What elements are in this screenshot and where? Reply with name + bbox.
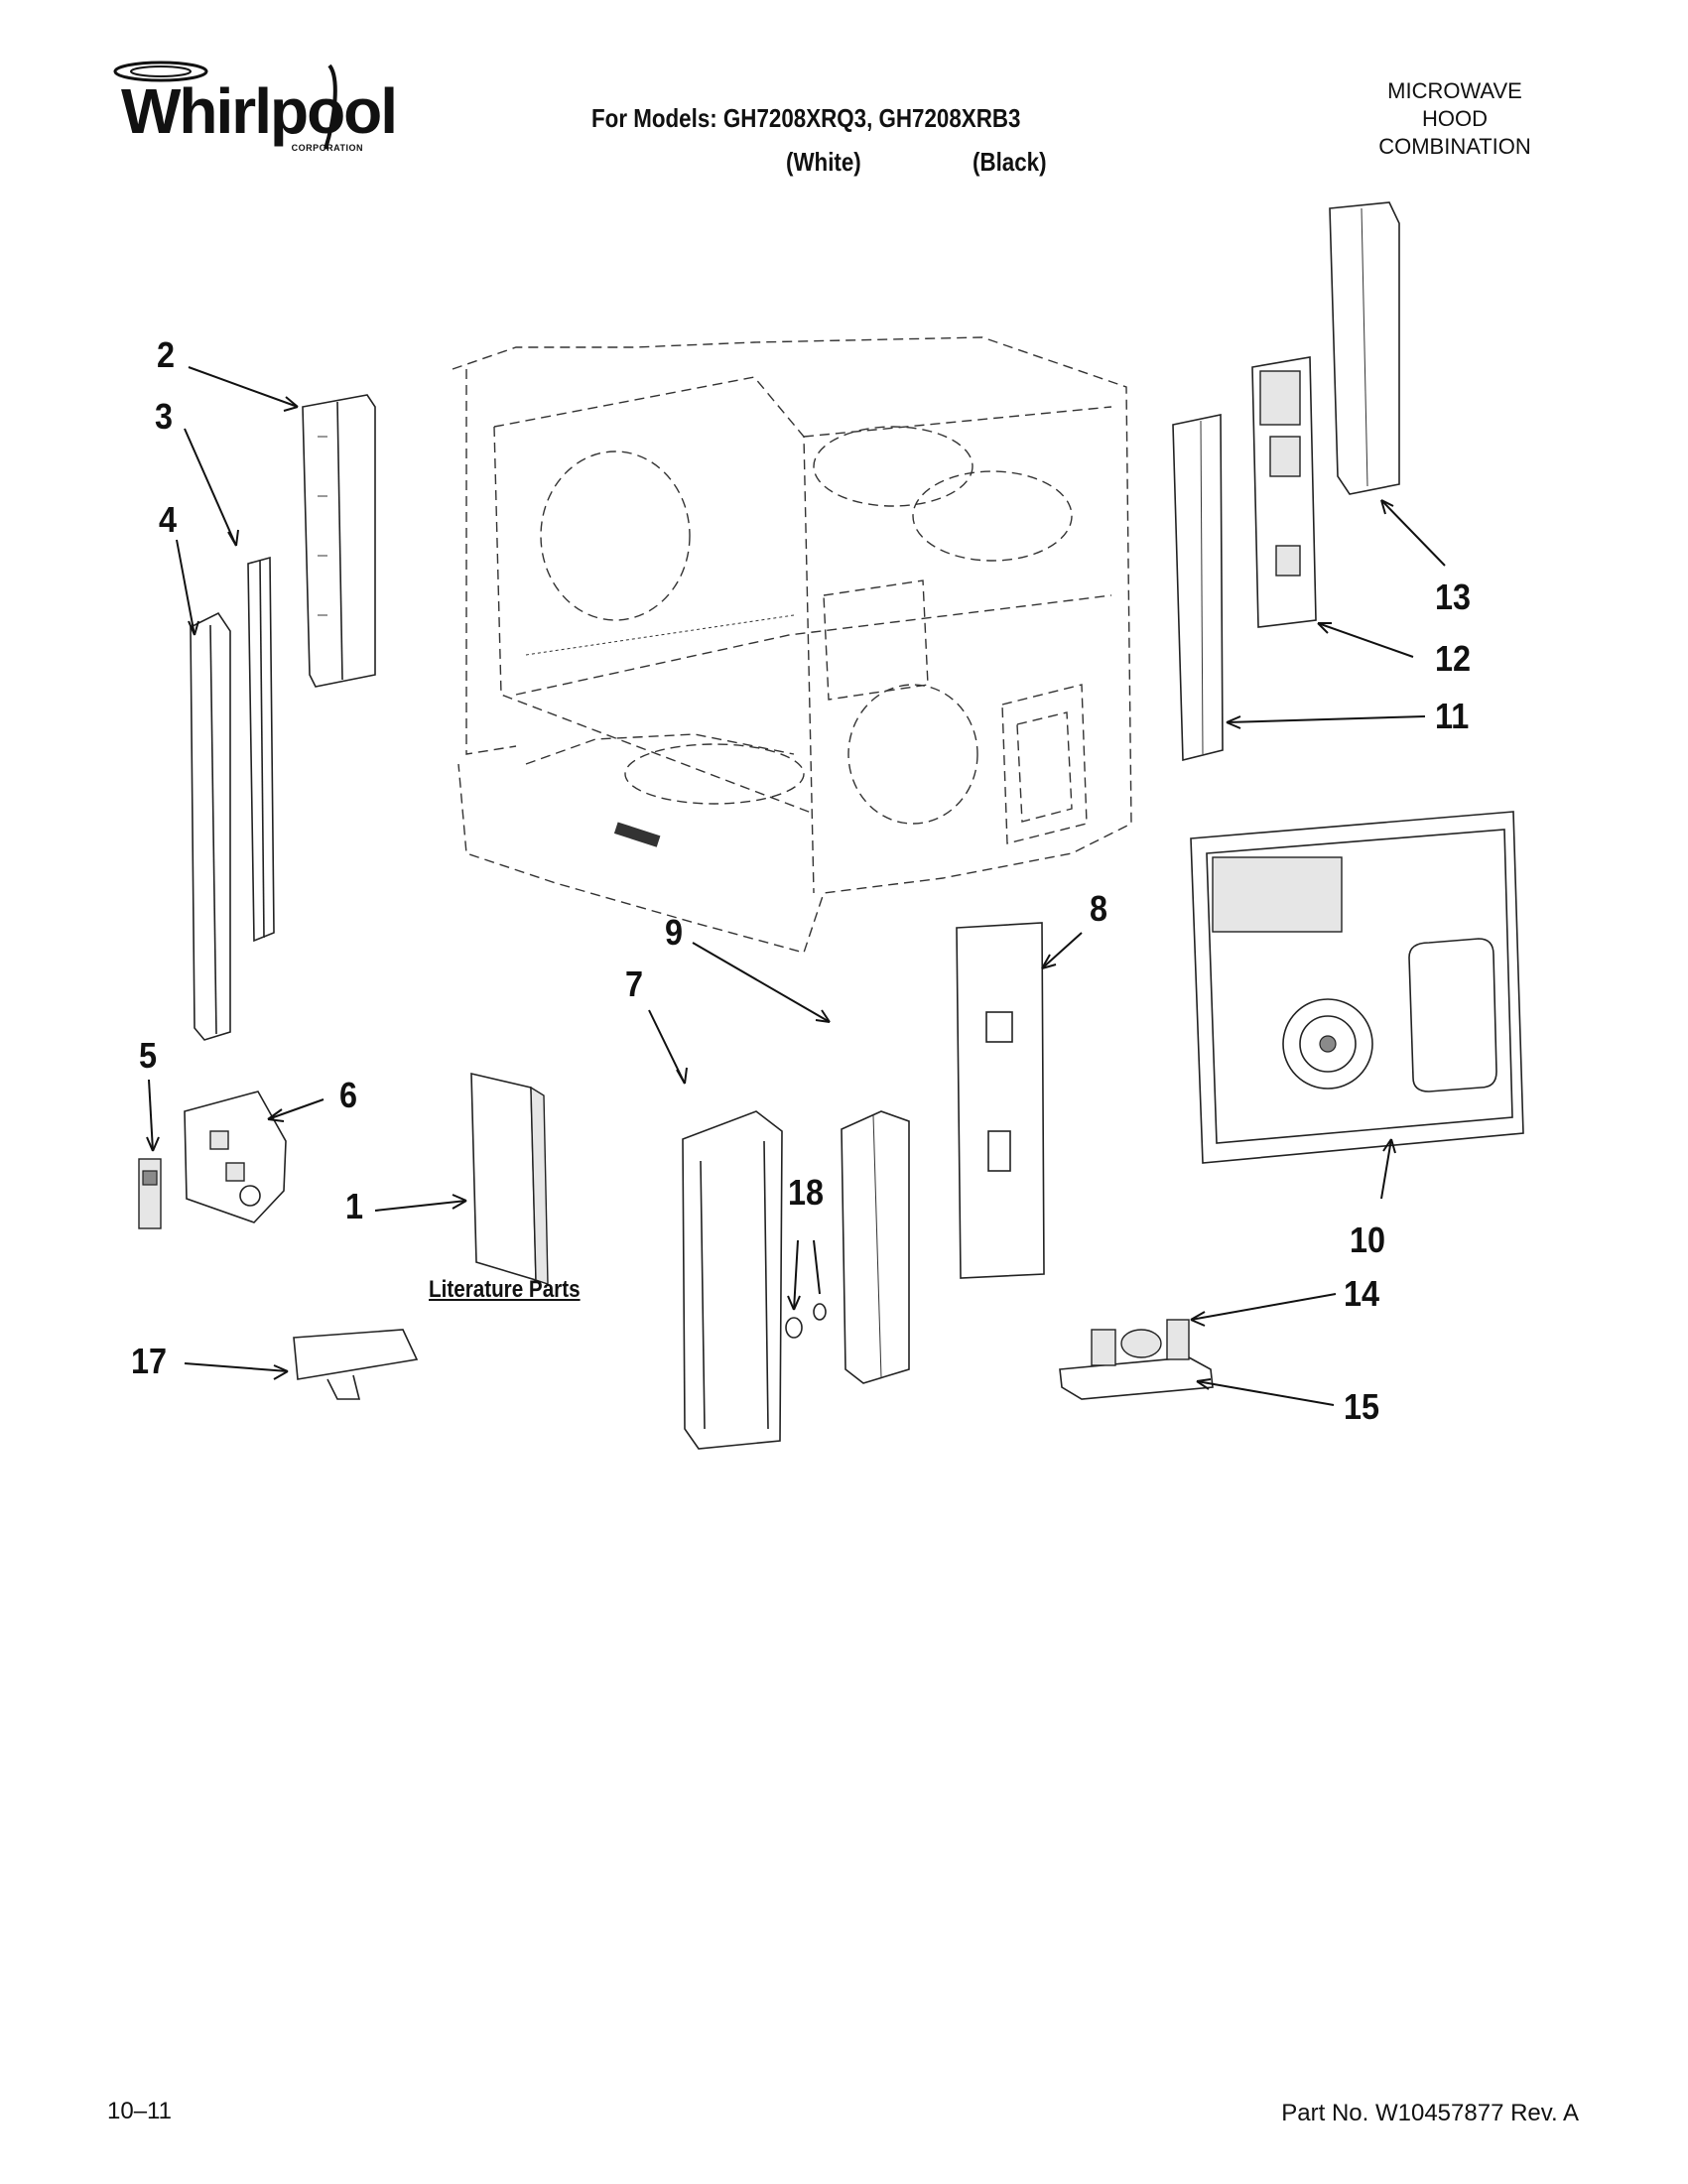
category-line-1: MICROWAVE [1387,78,1522,103]
callout-11: 11 [1435,696,1470,736]
part-7-door-frame [682,1110,783,1450]
category-line-3: COMBINATION [1378,134,1531,159]
logo-corporation: CORPORATION [291,143,363,153]
callout-12: 12 [1435,638,1472,679]
part-8-control-plate [956,922,1045,1279]
product-category: MICROWAVE HOOD COMBINATION [1341,77,1569,161]
part-12-circuit-board [1251,356,1317,628]
callout-4: 4 [159,499,178,540]
callout-8: 8 [1090,888,1108,929]
part-18-button [785,1303,827,1339]
callout-5: 5 [139,1035,158,1076]
callout-1: 1 [345,1186,364,1226]
part-6-plate [184,1091,287,1223]
category-line-2: HOOD [1422,106,1488,131]
models-title: For Models: GH7208XRQ3, GH7208XRB3 [591,103,1021,133]
callout-6: 6 [339,1075,358,1115]
callout-3: 3 [155,396,174,437]
part-4-trim [190,611,231,1041]
variant-black-label: (Black) [973,147,1047,177]
part-11-strip [1172,414,1224,762]
part-number: Part No. W10457877 Rev. A [1281,2100,1579,2126]
part-5-switch [138,1158,162,1229]
callout-14: 14 [1344,1273,1380,1314]
part-3-side-rail [247,556,275,943]
part-14-15-transformer [1059,1319,1214,1400]
whirlpool-logo: Whirlpool CORPORATION [101,58,398,167]
callout-2: 2 [157,334,176,375]
part-1-literature [470,1072,549,1285]
main-cavity-assembly [452,336,1132,954]
part-13-cover [1329,201,1400,495]
part-17-clip [293,1329,419,1400]
date-code: 10–11 [107,2098,172,2124]
leader-arrows [146,366,1446,1406]
callout-17: 17 [131,1341,168,1381]
callout-7: 7 [625,964,644,1004]
part-2-bracket [302,394,376,688]
variant-white-label: (White) [786,147,861,177]
part-9-panel [841,1110,910,1384]
logo-swirl-icon [113,61,337,150]
callout-10: 10 [1350,1220,1386,1260]
literature-parts-label: Literature Parts [429,1276,581,1303]
callout-15: 15 [1344,1386,1380,1427]
callout-9: 9 [665,912,684,953]
callout-13: 13 [1435,577,1472,617]
logo-wordmark: Whirlpool [121,75,398,147]
part-10-base-plate [1190,811,1524,1164]
callout-18: 18 [788,1172,825,1213]
